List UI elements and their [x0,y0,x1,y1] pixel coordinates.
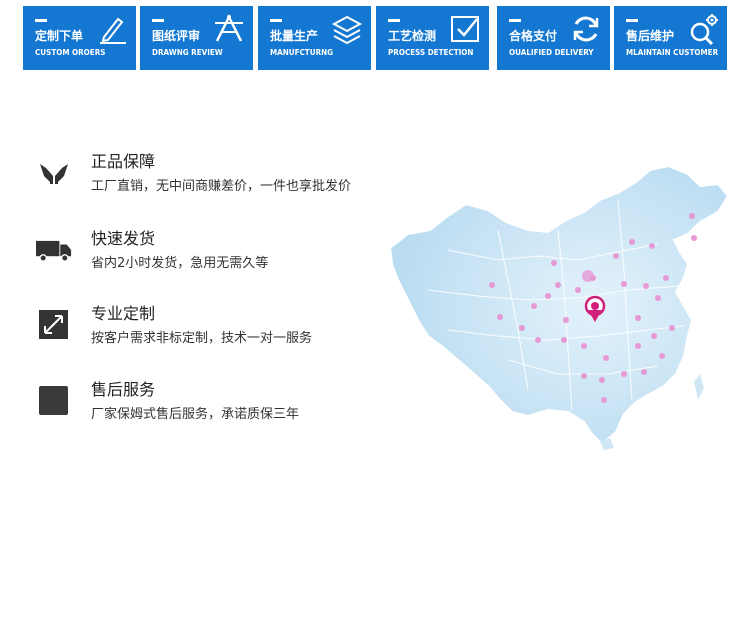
step-process-detection[interactable]: 工艺检测 PROCESS DETECTION [376,6,489,70]
china-map-shape [388,164,730,446]
step-title: 图纸评审 [152,29,201,43]
truck-icon [36,240,72,262]
feature-title: 正品保障 [91,152,156,171]
step-subtitle: DRAWNG REVIEW [152,48,223,57]
step-dash [270,19,282,22]
taiwan-island [694,374,704,400]
step-dash [388,19,400,22]
china-map-illustration [388,164,730,450]
step-dash [626,19,638,22]
step-maintain-customer[interactable]: 售后维护 MLAINTAIN CUSTOMER [614,6,727,70]
step-title: 工艺检测 [388,29,437,43]
feature-desc: 工厂直销，无中间商赚差价，一件也享批发价 [91,179,352,194]
refresh-icon [573,16,599,42]
feature-after-sales: 售后服务 厂家保姆式售后服务，承诺质保三年 [36,376,396,436]
step-dash [509,19,521,22]
step-dash [35,19,47,22]
layers-icon [331,15,363,45]
pencil-icon [100,17,126,44]
step-subtitle: MANUFCTURNG [270,48,334,57]
service-box-icon [39,386,68,415]
feature-title: 专业定制 [91,304,156,323]
step-dash [152,19,164,22]
check-box-icon [451,16,479,42]
hainan-island [600,438,614,450]
feature-desc: 厂家保姆式售后服务，承诺质保三年 [91,407,300,422]
step-title: 合格支付 [509,29,558,43]
location-pins [489,213,697,403]
feature-genuine: 正品保障 工厂直销，无中间商赚差价，一件也享批发价 [36,148,396,208]
feature-fast-delivery: 快速发货 省内2小时发货，急用无需久等 [36,225,396,285]
feature-custom: 专业定制 按客户需求非标定制，技术一对一服务 [36,300,396,360]
step-subtitle: MLAINTAIN CUSTOMER [626,48,719,57]
step-drawing-review[interactable]: 图纸评审 DRAWNG REVIEW [140,6,253,70]
feature-title: 售后服务 [91,380,156,399]
gear-search-icon [690,14,718,45]
step-qualified-delivery[interactable]: 合格支付 OUALIFIED DELIVERY [497,6,610,70]
feature-title: 快速发货 [91,229,156,248]
feature-desc: 按客户需求非标定制，技术一对一服务 [91,331,313,346]
feature-desc: 省内2小时发货，急用无需久等 [91,256,269,271]
hub-marker [584,295,606,322]
step-title: 定制下单 [35,29,84,43]
resize-arrow-icon [39,310,68,339]
step-subtitle: CUSTOM OROERS [35,48,106,57]
drafting-icon [215,14,243,42]
step-custom-order[interactable]: 定制下单 CUSTOM OROERS [23,6,136,70]
step-title: 售后维护 [626,29,675,43]
step-manufacturing[interactable]: 批量生产 MANUFCTURNG [258,6,371,70]
step-subtitle: OUALIFIED DELIVERY [509,48,594,57]
process-steps-bar: 定制下单 CUSTOM OROERS 图纸评审 DRAWNG REVIEW 批量… [23,6,727,70]
step-title: 批量生产 [270,29,319,43]
step-subtitle: PROCESS DETECTION [388,48,474,57]
hands-icon [40,164,68,184]
